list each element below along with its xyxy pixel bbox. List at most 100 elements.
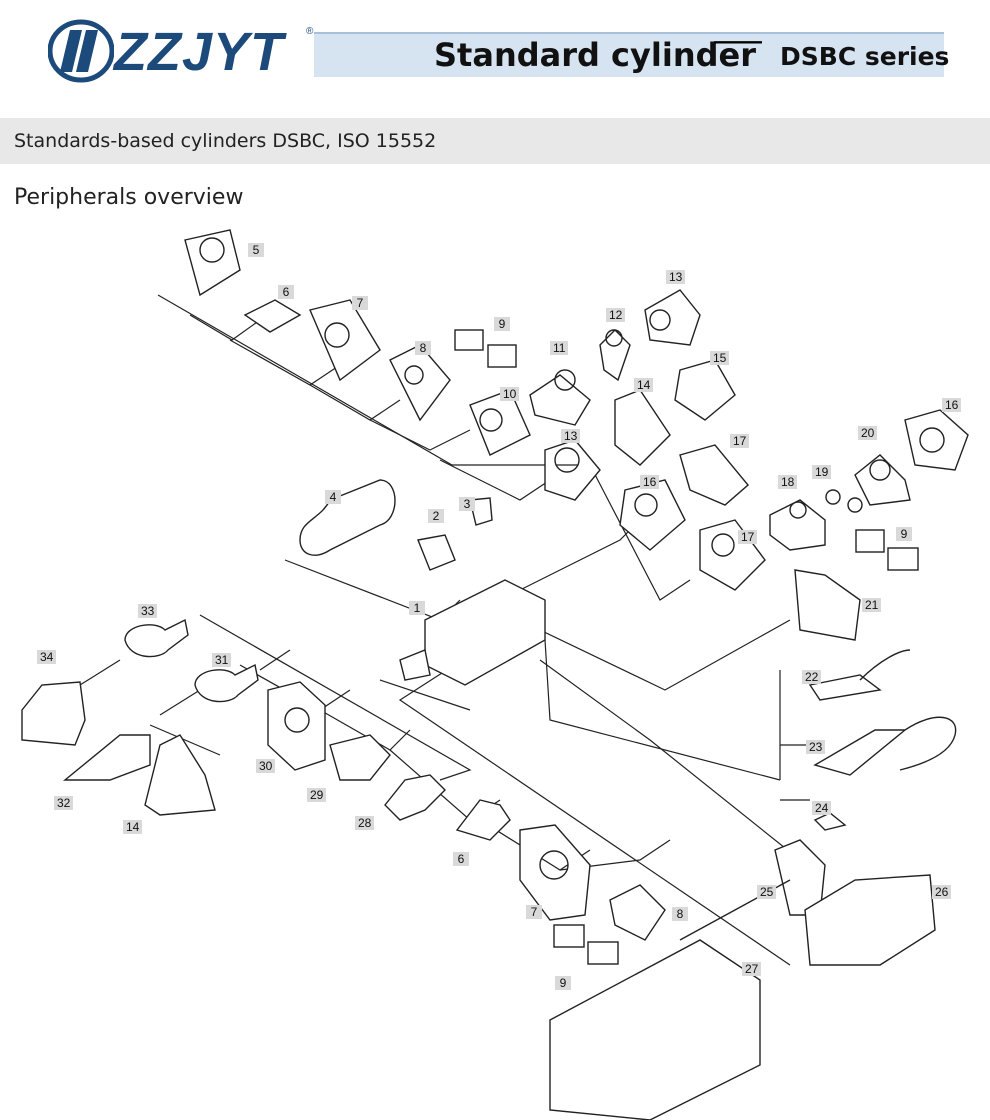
part-bracket-25 [774,839,826,916]
label-27: 27 [742,962,762,976]
part-coupling-34 [21,681,86,746]
part-coupler-32 [63,734,151,781]
label-17b: 17 [738,530,758,544]
part-clevis-29 [329,734,391,781]
leader-line [544,639,781,781]
part-trunnion-8 [609,884,666,941]
subheader-bar: Standards-based cylinders DSBC, ISO 1555… [0,118,990,164]
part-block-9 [454,329,484,351]
diagram-drawing [21,229,969,1120]
label-13: 13 [666,270,686,284]
label-12: 12 [606,308,626,322]
peripherals-diagram: 5 6 7 8 9 10 11 12 13 13 14 15 16 16 17 … [0,220,990,1120]
label-9c: 9 [896,527,912,541]
label-21: 21 [862,598,882,612]
part-flange-13 [544,439,601,501]
label-28: 28 [355,816,375,830]
part-clip-24 [813,812,847,831]
label-22: 22 [802,670,822,684]
part-clevis-13 [644,289,701,346]
label-24: 24 [812,801,832,815]
part-trunnion-8 [389,344,451,422]
part-fitting-3 [469,497,493,526]
leader-line [439,459,551,501]
logo-mark-icon [47,19,115,83]
label-20: 20 [858,426,878,440]
label-4: 4 [325,490,341,504]
label-25: 25 [757,885,777,899]
leader-line [189,314,261,341]
label-16b: 16 [640,475,660,489]
label-33: 33 [138,604,158,618]
part-block-9 [487,344,517,368]
label-10: 10 [500,387,520,401]
brand-name: ZZJYT [114,22,285,82]
part-bearing-19 [847,497,863,513]
leader-line [259,649,291,671]
part-block-9 [587,941,619,965]
label-32: 32 [54,796,74,810]
label-23: 23 [806,740,826,754]
part-bracket-14 [144,734,216,816]
leader-line [369,419,471,451]
leader-line [199,614,472,781]
leader-line [539,619,791,691]
label-34: 34 [37,650,57,664]
part-foot-6 [455,799,511,841]
part-guide-27 [549,879,791,1120]
part-adapter-28 [384,774,446,821]
part-valve-26 [804,874,936,966]
label-16: 16 [942,398,962,412]
brand-logo: ZZJYT ® [47,18,318,84]
subheader-text: Standards-based cylinders DSBC, ISO 1555… [14,130,437,152]
part-sensor-22 [808,649,911,701]
part-clevis-20 [854,454,911,506]
page-subtitle: DSBC series [780,42,950,71]
label-14: 14 [634,378,654,392]
section-title: Peripherals overview [14,185,244,210]
part-block-9 [855,529,885,553]
label-15: 15 [710,351,730,365]
part-clevis-11 [529,369,591,426]
part-sensor-23 [813,716,957,776]
leader-line [159,689,201,716]
label-9b: 9 [555,976,571,990]
part-frame-21 [794,569,861,641]
part-flange-10 [469,389,531,456]
label-8: 8 [415,341,431,355]
label-17: 17 [730,434,750,448]
label-7b: 7 [526,905,542,919]
label-9: 9 [494,317,510,331]
part-rod-1 [399,649,431,681]
part-bellows-4 [299,479,396,556]
part-bracket-14 [614,389,671,466]
leader-line [149,724,221,756]
part-clevis-18 [769,499,826,551]
label-8b: 8 [672,907,688,921]
label-5: 5 [248,243,264,257]
part-clevis-16 [904,409,969,471]
part-rodeye-12 [599,329,631,382]
part-plate-7 [309,299,381,382]
label-18: 18 [778,475,798,489]
label-13b: 13 [561,429,581,443]
part-plate-7 [519,824,591,921]
part-bearing-19 [825,489,841,505]
leader-line [157,294,590,466]
part-cylinder-1 [424,579,546,686]
label-3: 3 [459,497,475,511]
leader-line [379,679,471,711]
part-clevis-17 [679,444,749,506]
part-flange-16 [619,479,686,551]
part-rodeye-31 [194,663,259,703]
title-bar: Standard cylinder —— DSBC series [314,28,949,77]
label-11: 11 [550,341,569,355]
label-7: 7 [352,296,368,310]
part-flange-5 [184,229,241,297]
part-flange-30 [267,681,326,771]
page-title: Standard cylinder [434,36,756,74]
label-6: 6 [278,285,294,299]
part-fitting-2 [417,534,456,571]
registered-mark: ® [306,26,314,37]
label-29: 29 [307,788,327,802]
